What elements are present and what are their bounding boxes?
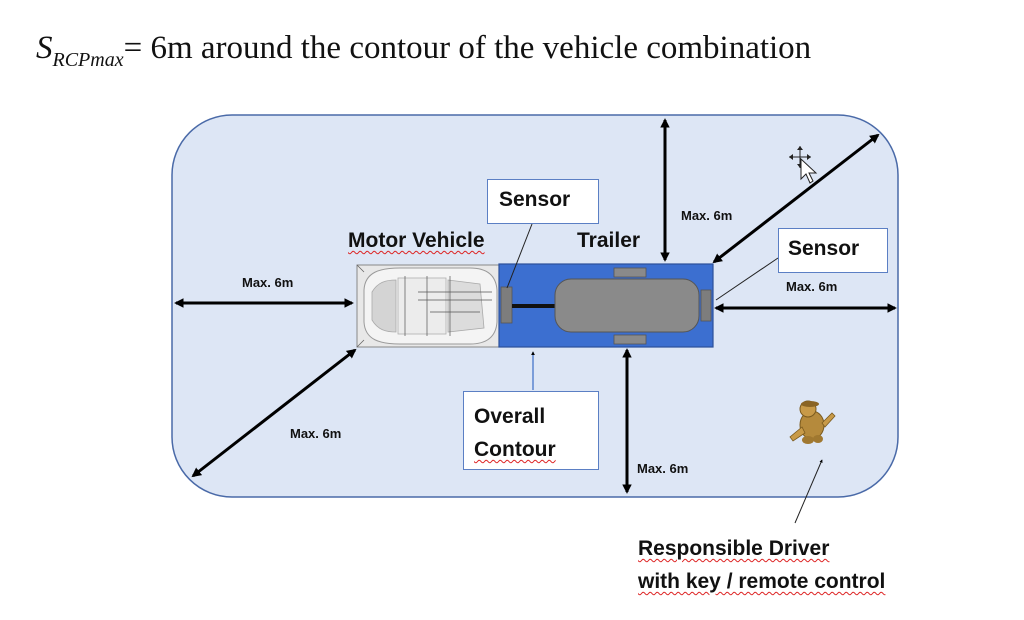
slide-title: SRCPmax= 6m around the contour of the ve… (36, 30, 812, 71)
max-right-label: Max. 6m (786, 279, 838, 294)
car-top-view-icon (356, 264, 501, 348)
sensor-right-label: Sensor (788, 237, 860, 260)
overall-contour-line2: Contour (474, 433, 598, 466)
max-bottom-label: Max. 6m (637, 461, 689, 476)
driver-figure-icon (789, 400, 836, 444)
motor-vehicle-text: Motor Vehicle (348, 229, 485, 252)
distance-arrow-bottom-left (191, 348, 357, 478)
move-cursor-icon (789, 146, 818, 184)
driver-line2-text: with key / remote control (638, 570, 886, 593)
driver-leader (794, 459, 823, 524)
driver-line1-text: Responsible Driver (638, 537, 830, 560)
max-left-label: Max. 6m (242, 275, 294, 290)
overall-contour-line2-text: Contour (474, 438, 556, 461)
title-text: = 6m around the contour of the vehicle c… (123, 30, 812, 66)
driver-line1: Responsible Driver (638, 532, 885, 565)
overall-contour-line1: Overall (474, 405, 546, 428)
sensor-left-label: Sensor (499, 188, 571, 211)
overall-contour-box: Overall Contour (463, 391, 599, 470)
max-top-label: Max. 6m (681, 208, 733, 223)
trailer (498, 263, 714, 348)
responsible-driver-label: Responsible Driver with key / remote con… (638, 532, 885, 598)
sensor-left-leader (506, 223, 533, 289)
title-subscript: RCPmax (52, 49, 124, 71)
trailer-label: Trailer (577, 229, 641, 252)
driver-line2: with key / remote control (638, 565, 885, 598)
distance-arrow-top-right (712, 133, 880, 264)
sensor-right-box: Sensor (778, 228, 888, 273)
title-symbol: S (36, 30, 53, 66)
max-bottom-left-label: Max. 6m (290, 426, 342, 441)
sensor-left-box: Sensor (487, 179, 599, 224)
motor-vehicle-label: Motor Vehicle (348, 229, 485, 253)
sensor-right-leader (715, 257, 779, 301)
